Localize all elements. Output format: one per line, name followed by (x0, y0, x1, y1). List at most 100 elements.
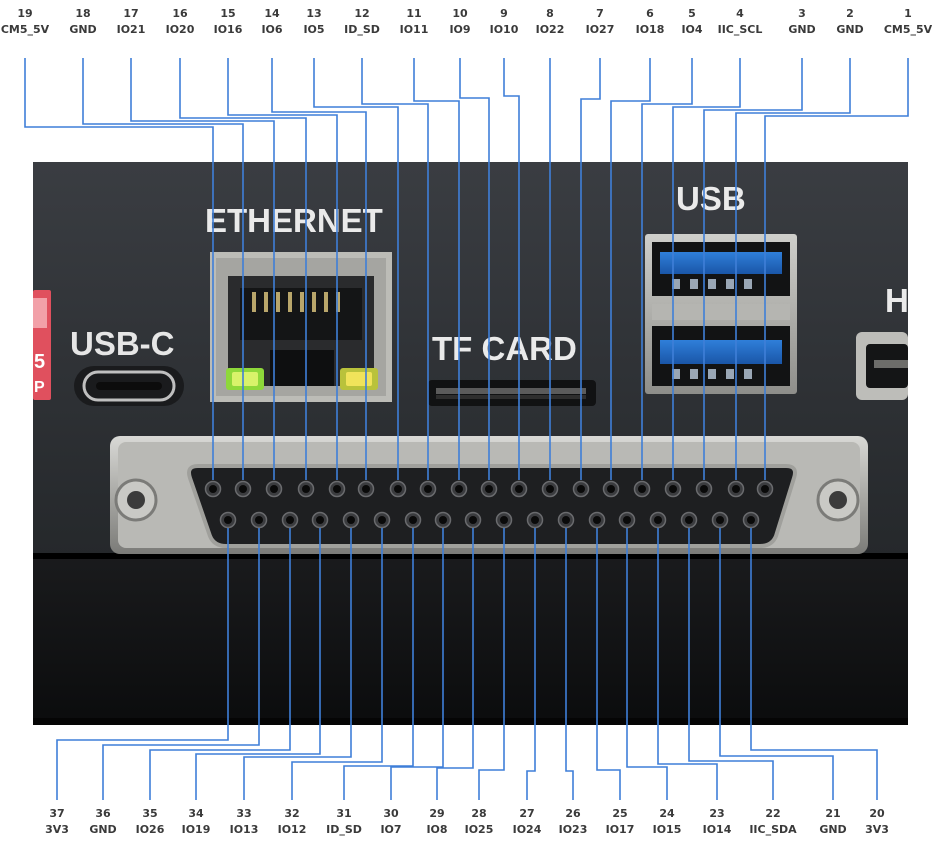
pin-signal-name: IO26 (135, 823, 165, 836)
tf-card-label: TF CARD (432, 330, 577, 367)
leader-line-pin-14 (271, 58, 367, 480)
pin-signal-name: IO15 (652, 823, 682, 836)
pin-signal-name: IO17 (605, 823, 635, 836)
pin-number: 3 (798, 7, 806, 20)
pin-signal-name: IO16 (213, 23, 243, 36)
leader-line-pin-2 (735, 58, 851, 480)
leader-line-pin-23 (657, 528, 718, 800)
pin-hole-21 (711, 511, 729, 529)
pin-number: 22 (765, 807, 781, 820)
ethernet-label: ETHERNET (205, 202, 383, 239)
usb-c-port: USB-C (70, 325, 184, 406)
pin-signal-name: IO11 (399, 23, 429, 36)
pin-number: 5 (688, 7, 696, 20)
pin-signal-name: IIC_SCL (717, 23, 763, 36)
pin-signal-name: IO27 (585, 23, 615, 36)
pin-signal-name: IO12 (277, 823, 307, 836)
pin-number: 17 (123, 7, 139, 20)
leader-line-pin-10 (459, 58, 490, 480)
leader-line-pin-28 (478, 528, 505, 800)
pin-signal-name: GND (819, 823, 847, 836)
leader-line-pin-16 (179, 58, 307, 480)
pin-hole-13 (389, 480, 407, 498)
hdmi-partial-label: H (885, 282, 909, 319)
pin-number: 12 (354, 7, 370, 20)
pin-number: 18 (75, 7, 91, 20)
tf-card-slot: TF CARD (428, 330, 596, 406)
pin-number: 9 (500, 7, 508, 20)
leader-line-pin-25 (596, 528, 621, 800)
pin-hole-36 (250, 511, 268, 529)
leader-line-pin-33 (243, 528, 352, 800)
pin-signal-name: IO25 (464, 823, 494, 836)
pin-number: 35 (142, 807, 158, 820)
pin-hole-29 (464, 511, 482, 529)
pin-hole-3 (695, 480, 713, 498)
pin-hole-35 (281, 511, 299, 529)
leader-line-pin-19 (24, 58, 214, 480)
pin-hole-12 (419, 480, 437, 498)
pin-signal-name: IO13 (229, 823, 259, 836)
pin-hole-4 (664, 480, 682, 498)
pin-hole-23 (649, 511, 667, 529)
pin-number: 36 (95, 807, 111, 820)
pin-signal-name: IO5 (303, 23, 325, 36)
pin-signal-name: GND (69, 23, 97, 36)
pin-hole-8 (541, 480, 559, 498)
leader-line-pin-22 (688, 528, 774, 800)
leader-line-pin-6 (610, 58, 651, 480)
pin-number: 34 (188, 807, 204, 820)
pin-number: 20 (869, 807, 885, 820)
pin-signal-name: 3V3 (45, 823, 69, 836)
pin-hole-5 (633, 480, 651, 498)
leader-line-pin-29 (436, 528, 474, 800)
pin-number: 23 (709, 807, 725, 820)
pin-hole-11 (450, 480, 468, 498)
pin-hole-10 (480, 480, 498, 498)
pin-hole-27 (526, 511, 544, 529)
pin-number: 27 (519, 807, 535, 820)
pin-signal-name: IO23 (558, 823, 588, 836)
leader-line-pin-13 (313, 58, 399, 480)
pin-number: 30 (383, 807, 399, 820)
pin-signal-name: IO20 (165, 23, 195, 36)
pin-number: 29 (429, 807, 445, 820)
dip-switch: 5 P (33, 290, 51, 400)
pin-signal-name: ID_SD (344, 23, 380, 36)
pin-signal-name: ID_SD (326, 823, 362, 836)
pin-number: 37 (49, 807, 65, 820)
pin-hole-32 (373, 511, 391, 529)
pin-signal-name: IO10 (489, 23, 519, 36)
pin-hole-33 (342, 511, 360, 529)
hdmi-port: H (856, 282, 909, 400)
pin-number: 33 (236, 807, 252, 820)
ethernet-port: ETHERNET (205, 202, 392, 402)
leader-line-pin-35 (149, 528, 291, 800)
pin-hole-20 (742, 511, 760, 529)
pin-signal-name: IO4 (681, 23, 703, 36)
pin-number: 13 (306, 7, 322, 20)
pin-hole-18 (234, 480, 252, 498)
pin-number: 7 (596, 7, 604, 20)
pin-hole-28 (495, 511, 513, 529)
